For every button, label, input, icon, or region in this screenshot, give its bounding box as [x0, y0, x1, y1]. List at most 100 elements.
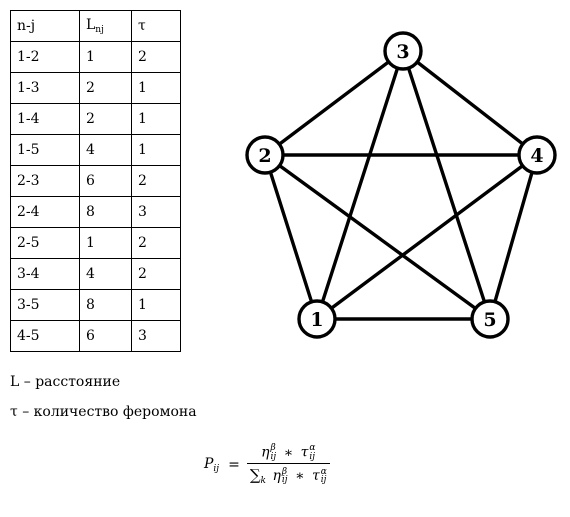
legend-pheromone: τ – количество феромона [10, 404, 197, 420]
cell-distance: 1 [79, 41, 132, 73]
cell-pheromone: 1 [131, 103, 181, 135]
cell-edge: 2-3 [10, 165, 80, 197]
cell-edge: 4-5 [10, 320, 80, 352]
node-label: 4 [530, 145, 543, 167]
legend-distance: L – расстояние [10, 374, 121, 390]
node-circle [245, 135, 285, 175]
cell-pheromone: 2 [131, 165, 181, 197]
den-times: ∗ [294, 468, 305, 485]
node-label: 2 [258, 145, 271, 167]
num-times: ∗ [283, 444, 294, 461]
cell-distance: 4 [79, 134, 132, 166]
node-5: 5 [470, 299, 510, 339]
cell-distance: 6 [79, 320, 132, 352]
node-circle [470, 299, 510, 339]
cell-edge: 2-5 [10, 227, 80, 259]
edge-4-5 [488, 153, 539, 321]
cell-edge: 1-2 [10, 41, 80, 73]
formula-p-subscript: ij [213, 464, 220, 475]
edge-1-4 [315, 153, 539, 321]
edge-2-3 [263, 49, 405, 157]
edge-1-2 [263, 153, 319, 321]
header-distance-label: L [86, 17, 96, 33]
edge-2-5 [263, 153, 492, 321]
cell-edge: 3-5 [10, 289, 80, 321]
node-circle [383, 31, 423, 71]
node-3: 3 [383, 31, 423, 71]
cell-pheromone: 3 [131, 196, 181, 228]
node-4: 4 [517, 135, 557, 175]
den-tau-sub: ij [320, 475, 327, 486]
header-edge: n-j [10, 10, 80, 42]
cell-edge: 1-5 [10, 134, 80, 166]
den-sum-index: k [260, 476, 267, 487]
header-distance-subscript: nj [95, 25, 104, 35]
formula-lhs: Pij [204, 456, 221, 474]
den-tau-sup: α [320, 466, 327, 477]
cell-edge: 2-4 [10, 196, 80, 228]
cell-edge: 1-4 [10, 103, 80, 135]
header-pheromone-label: τ [138, 18, 146, 34]
complete-graph-diagram: 1 2 3 4 5 [245, 31, 557, 339]
cell-edge: 3-4 [10, 258, 80, 290]
table-header-row: n-j Lnj τ [10, 10, 181, 42]
cell-distance: 2 [79, 103, 132, 135]
num-eta-sub: ij [270, 451, 277, 462]
cell-pheromone: 3 [131, 320, 181, 352]
cell-edge: 1-3 [10, 72, 80, 104]
num-eta-sup: β [270, 443, 276, 453]
formula-p-symbol: P [204, 456, 214, 473]
cell-distance: 1 [79, 227, 132, 259]
edge-3-4 [401, 49, 539, 157]
num-tau-symbol: τ [300, 444, 309, 461]
node-circle [517, 135, 557, 175]
den-eta-sup: β [281, 466, 288, 477]
node-label: 5 [483, 309, 496, 331]
cell-pheromone: 2 [131, 227, 181, 259]
header-edge-label: n-j [17, 18, 36, 34]
cell-distance: 6 [79, 165, 132, 197]
den-tau-symbol: τ [311, 468, 320, 485]
node-label: 1 [310, 309, 323, 331]
edge-3-5 [401, 49, 492, 321]
num-tau-sup: α [309, 443, 316, 453]
header-distance: Lnj [79, 10, 132, 42]
den-eta-sub: ij [281, 475, 288, 486]
node-label: 3 [396, 41, 409, 63]
cell-pheromone: 1 [131, 289, 181, 321]
num-tau-sub: ij [309, 451, 316, 462]
cell-pheromone: 2 [131, 258, 181, 290]
cell-pheromone: 1 [131, 134, 181, 166]
cell-distance: 2 [79, 72, 132, 104]
graph-edges [263, 49, 539, 321]
cell-distance: 8 [79, 196, 132, 228]
cell-pheromone: 2 [131, 41, 181, 73]
formula-fraction-bar [246, 463, 330, 465]
header-pheromone: τ [131, 10, 181, 42]
num-eta-symbol: η [261, 444, 270, 461]
graph-nodes: 1 2 3 4 5 [245, 31, 557, 339]
node-1: 1 [297, 299, 337, 339]
